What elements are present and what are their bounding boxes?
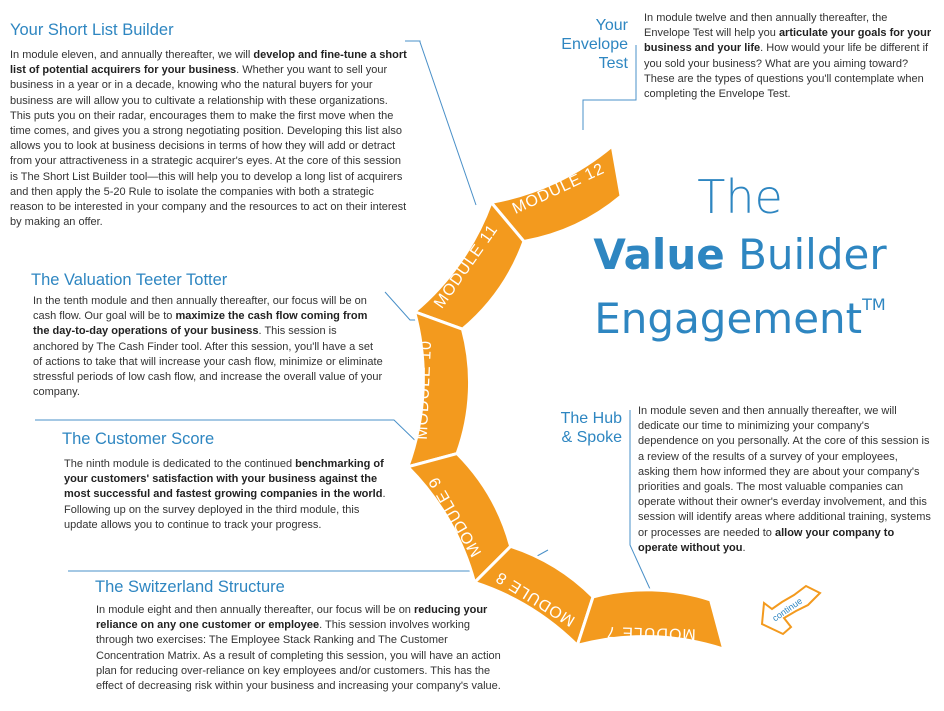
continue-arrow-shape: [760, 584, 822, 636]
module-label-7: MODULE 7: [606, 623, 696, 642]
headline-line1: The: [697, 170, 783, 224]
leader-line-5: [582, 45, 637, 130]
short-list-body: In module eleven, and annually thereafte…: [10, 49, 407, 229]
headline: The Value Builder EngagementTM: [560, 168, 920, 348]
short-list-title: Your Short List Builder: [10, 21, 174, 39]
ring-segment-11: [411, 199, 526, 331]
module-label-10: MODULE 10: [414, 340, 435, 440]
ring-segments: [404, 143, 726, 652]
envelope-body: In module twelve and then annually there…: [644, 12, 932, 101]
ring-segment-12: [488, 143, 623, 244]
envelope-title: Your Envelope Test: [561, 17, 628, 72]
ring-segment-9: [404, 451, 513, 586]
headline-line2: Value Builder: [593, 230, 887, 279]
leader-line-1: [405, 40, 477, 206]
switzerland-body: In module eight and then annually therea…: [96, 604, 501, 693]
switzerland-title: The Switzerland Structure: [95, 578, 285, 596]
valuation-title: The Valuation Teeter Totter: [31, 271, 228, 289]
valuation-body: In the tenth module and then annually th…: [33, 295, 383, 399]
ring-segment-7: [574, 588, 726, 652]
ring-segment-8: [471, 544, 595, 649]
hub-title: The Hub & Spoke: [560, 410, 622, 446]
customer-score-body: The ninth module is dedicated to the con…: [64, 458, 386, 531]
leader-line-6: [629, 410, 656, 601]
ring-segment-10: [405, 309, 472, 469]
hub-body: In module seven and then annually therea…: [638, 405, 931, 554]
continue-arrow[interactable]: continue: [760, 584, 822, 636]
customer-score-title: The Customer Score: [62, 430, 215, 448]
headline-line3: EngagementTM: [594, 294, 886, 343]
